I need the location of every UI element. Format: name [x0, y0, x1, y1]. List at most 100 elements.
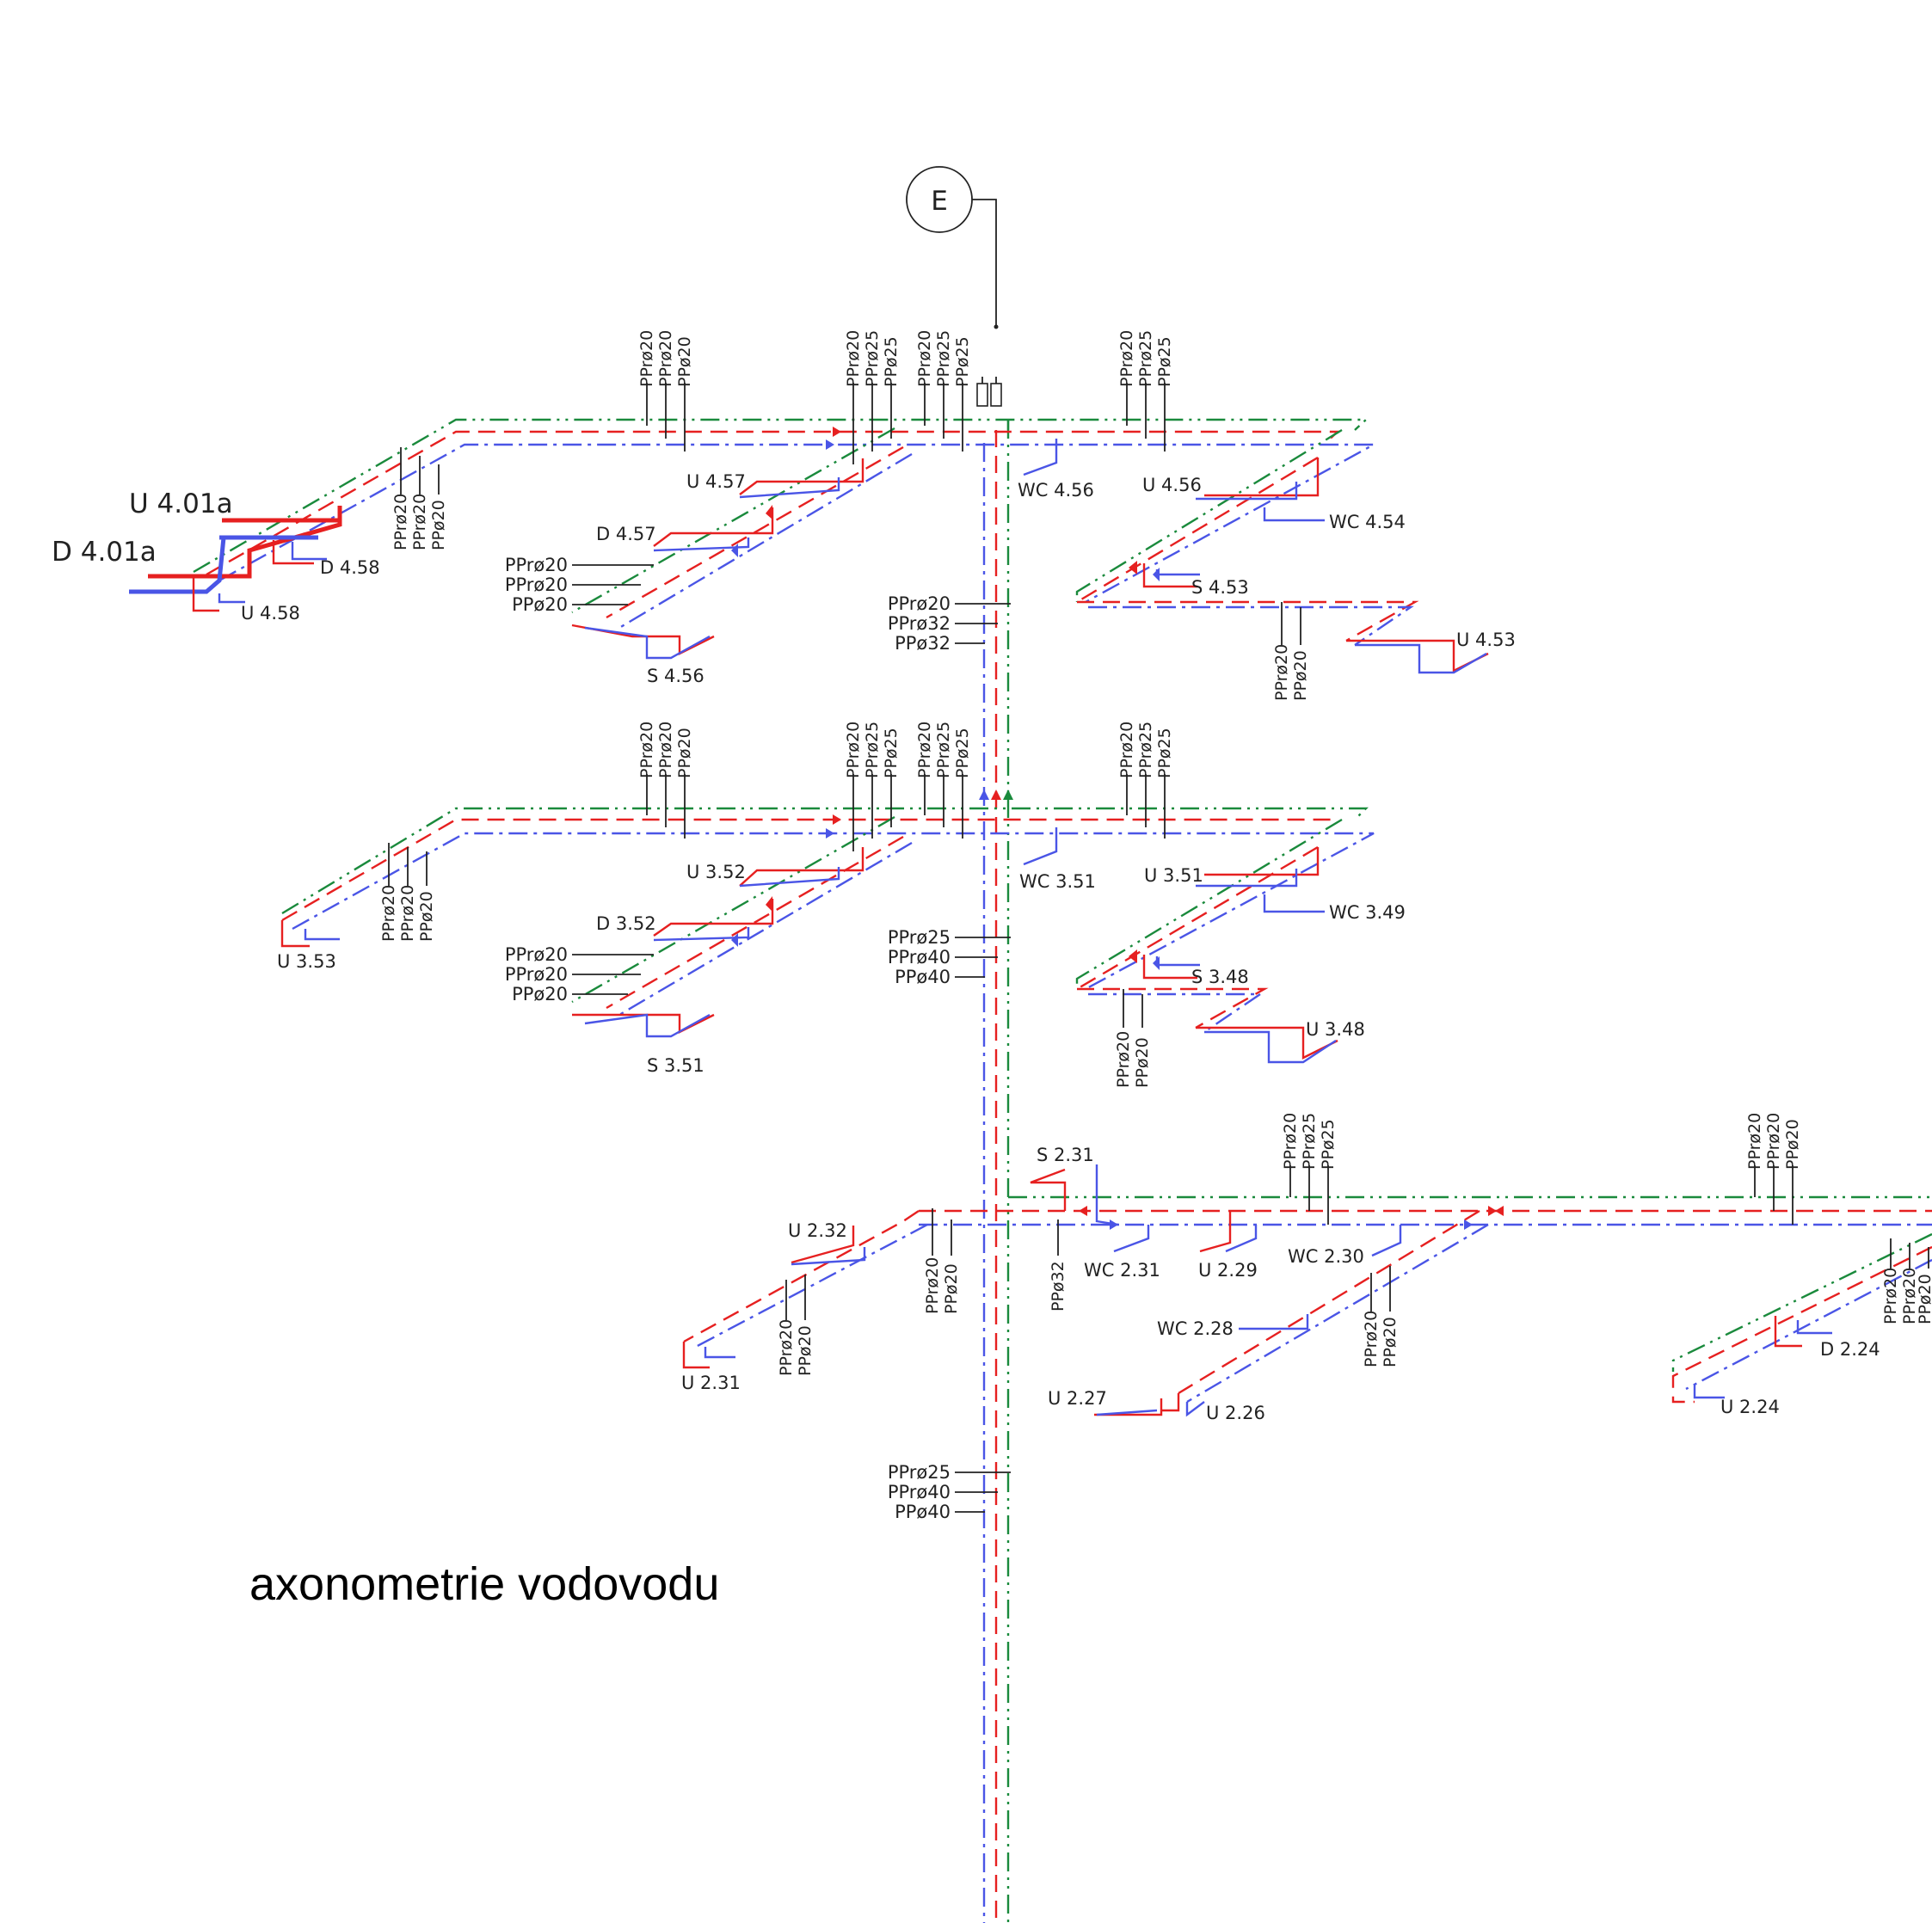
pipe-label: PPrø25	[934, 330, 953, 387]
fixture-label-d401a: D 4.01a	[52, 537, 157, 568]
fixture-label-wc231: WC 2.31	[1084, 1260, 1160, 1281]
fixture-label-d458: D 4.58	[320, 557, 380, 578]
pipe-labels-3-riser: PPrø20 PPrø25 PPø25	[915, 722, 972, 839]
pipe-label: PPrø20	[844, 330, 863, 387]
pipe-label: PPrø20	[1272, 644, 1291, 701]
floor-4-branch	[129, 418, 1489, 674]
section-marker: E	[906, 166, 999, 329]
fixture-label-d457: D 4.57	[596, 524, 656, 544]
pipe-label: PPø20	[1916, 1274, 1932, 1324]
pipe-label: PPø25	[1155, 728, 1174, 778]
pipe-label: PPø25	[953, 336, 972, 387]
pipe-labels-3-branch-horizontal: PPrø20 PPrø20 PPø20	[505, 944, 654, 1005]
pipe-label: PPrø20	[391, 494, 410, 550]
pipe-label: PPø20	[429, 500, 448, 550]
pipe-label: PPrø20	[637, 722, 656, 778]
fixture-label-s453: S 4.53	[1191, 577, 1249, 598]
pipe-labels-1-riser-horizontal: PPrø25 PPrø40 PPø40	[888, 1462, 1011, 1522]
fixture-label-wc351: WC 3.51	[1019, 871, 1096, 892]
pipe-labels-3-riser-horizontal: PPrø25 PPrø40 PPø40	[888, 927, 1011, 987]
pipe-label: PPø25	[1319, 1119, 1338, 1170]
pipe-label: PPrø25	[1300, 1113, 1319, 1170]
pipe-label: PPrø20	[1117, 722, 1136, 778]
pipe-label: PPrø20	[1117, 330, 1136, 387]
fixture-label-s456: S 4.56	[647, 666, 705, 686]
pipe-labels-3-far-left: PPrø20 PPrø20 PPø20	[379, 843, 436, 942]
pipe-label: PPrø20	[1281, 1113, 1300, 1170]
pipe-label: PPrø20	[410, 494, 429, 550]
pipe-label: PPrø20	[888, 593, 951, 614]
pipe-label: PPrø25	[863, 722, 882, 778]
pipe-label: PPrø20	[844, 722, 863, 778]
fixture-label-u226: U 2.26	[1206, 1403, 1265, 1423]
pipe-label: PPø20	[417, 891, 436, 942]
pipe-label: PPrø20	[1881, 1268, 1900, 1324]
pipe-labels-3-left: PPrø20 PPrø20 PPø20	[637, 722, 694, 839]
fixture-label-wc454: WC 4.54	[1329, 512, 1406, 532]
pipe-label: PPrø20	[915, 722, 934, 778]
fixture-labels: U 4.01a D 4.01a D 4.58 U 4.58 U 4.57 D 4…	[52, 471, 1880, 1423]
pipe-label: PPrø20	[656, 722, 675, 778]
fixture-label-u348: U 3.48	[1306, 1019, 1365, 1040]
floor-2-branch	[682, 1164, 1932, 1417]
pipe-label: PPø20	[796, 1325, 815, 1376]
fixture-label-u229: U 2.29	[1198, 1260, 1258, 1281]
fixture-label-u352: U 3.52	[686, 862, 746, 882]
section-marker-label: E	[931, 186, 948, 217]
pipe-labels-4-s453: PPrø20 PPø20	[1272, 602, 1310, 701]
fixture-label-u232: U 2.32	[788, 1220, 847, 1241]
fixture-label-s231: S 2.31	[1037, 1145, 1094, 1165]
pipe-labels-4-right: PPrø20 PPrø25 PPø25	[1117, 330, 1174, 452]
pipe-label: PPrø20	[637, 330, 656, 387]
main-riser	[976, 377, 1013, 1923]
fixture-label-u456: U 4.56	[1142, 475, 1202, 495]
fixture-label-u401a: U 4.01a	[129, 488, 233, 519]
fixture-label-u351: U 3.51	[1144, 865, 1203, 886]
pipe-label: PPø40	[895, 1502, 951, 1522]
pipe-labels-2-far-right: PPrø20 PPrø20 PPø20	[1881, 1238, 1932, 1324]
pipe-labels-2-mid: PPrø20 PPrø25 PPø25	[1281, 1113, 1338, 1225]
pipe-labels-4-left: PPrø20 PPrø20 PPø20	[637, 330, 694, 452]
pipe-label: PPø25	[953, 728, 972, 778]
pipe-label: PPrø20	[1745, 1113, 1764, 1170]
pipe-labels-4-far-left: PPrø20 PPrø20 PPø20	[391, 447, 448, 550]
pipe-label: PPrø20	[505, 574, 568, 595]
pipe-label: PPø20	[1783, 1119, 1802, 1170]
fixture-label-wc456: WC 4.56	[1018, 480, 1094, 501]
fixture-label-u227: U 2.27	[1048, 1388, 1107, 1409]
pipe-label: PPrø20	[1764, 1113, 1783, 1170]
pipe-label: PPrø32	[888, 613, 951, 634]
pipe-labels-2-riser: PPrø20 PPø20	[923, 1208, 961, 1314]
pipe-label: PPrø25	[1136, 330, 1155, 387]
pipe-label: PPrø40	[888, 947, 951, 968]
pipe-label: PPrø20	[398, 885, 417, 942]
fixture-label-d352: D 3.52	[596, 913, 656, 934]
pipe-label: PPrø20	[379, 885, 398, 942]
pipe-label: PPrø20	[777, 1319, 796, 1376]
fixture-label-u457: U 4.57	[686, 471, 746, 492]
pipe-label: PPrø40	[888, 1482, 951, 1502]
pipe-label: PPø20	[942, 1263, 961, 1314]
pipe-label: PPø20	[512, 984, 568, 1005]
pipe-labels-4-riser: PPrø20 PPrø25 PPø25	[915, 330, 972, 452]
fixture-label-u458: U 4.58	[241, 603, 300, 624]
pipe-label: PPø32	[895, 633, 951, 654]
pipe-labels-2-left: PPrø20 PPø20	[777, 1275, 815, 1376]
pipe-label: PPø25	[882, 728, 901, 778]
pipe-labels-2-right: PPrø20 PPrø20 PPø20	[1745, 1113, 1802, 1225]
pipe-labels-3-right: PPrø20 PPrø25 PPø25	[1117, 722, 1174, 839]
pipe-labels-2-wc228: PPrø20 PPø20	[1362, 1266, 1400, 1367]
pipe-label: PPø20	[1381, 1317, 1400, 1367]
pipe-labels-3-mid: PPrø20 PPrø25 PPø25	[844, 722, 901, 851]
pipe-label: PPø25	[1155, 336, 1174, 387]
pipe-label: PPrø20	[505, 944, 568, 965]
pipe-label: PPrø25	[888, 927, 951, 948]
fixture-label-u453: U 4.53	[1456, 630, 1516, 650]
pipe-label: PPø25	[882, 336, 901, 387]
fixture-label-u224: U 2.24	[1720, 1397, 1780, 1417]
pipe-label: PPrø20	[915, 330, 934, 387]
fixture-label-wc230: WC 2.30	[1288, 1246, 1364, 1267]
pipe-label: PPø20	[512, 594, 568, 615]
pipe-label: PPrø20	[1362, 1311, 1381, 1367]
